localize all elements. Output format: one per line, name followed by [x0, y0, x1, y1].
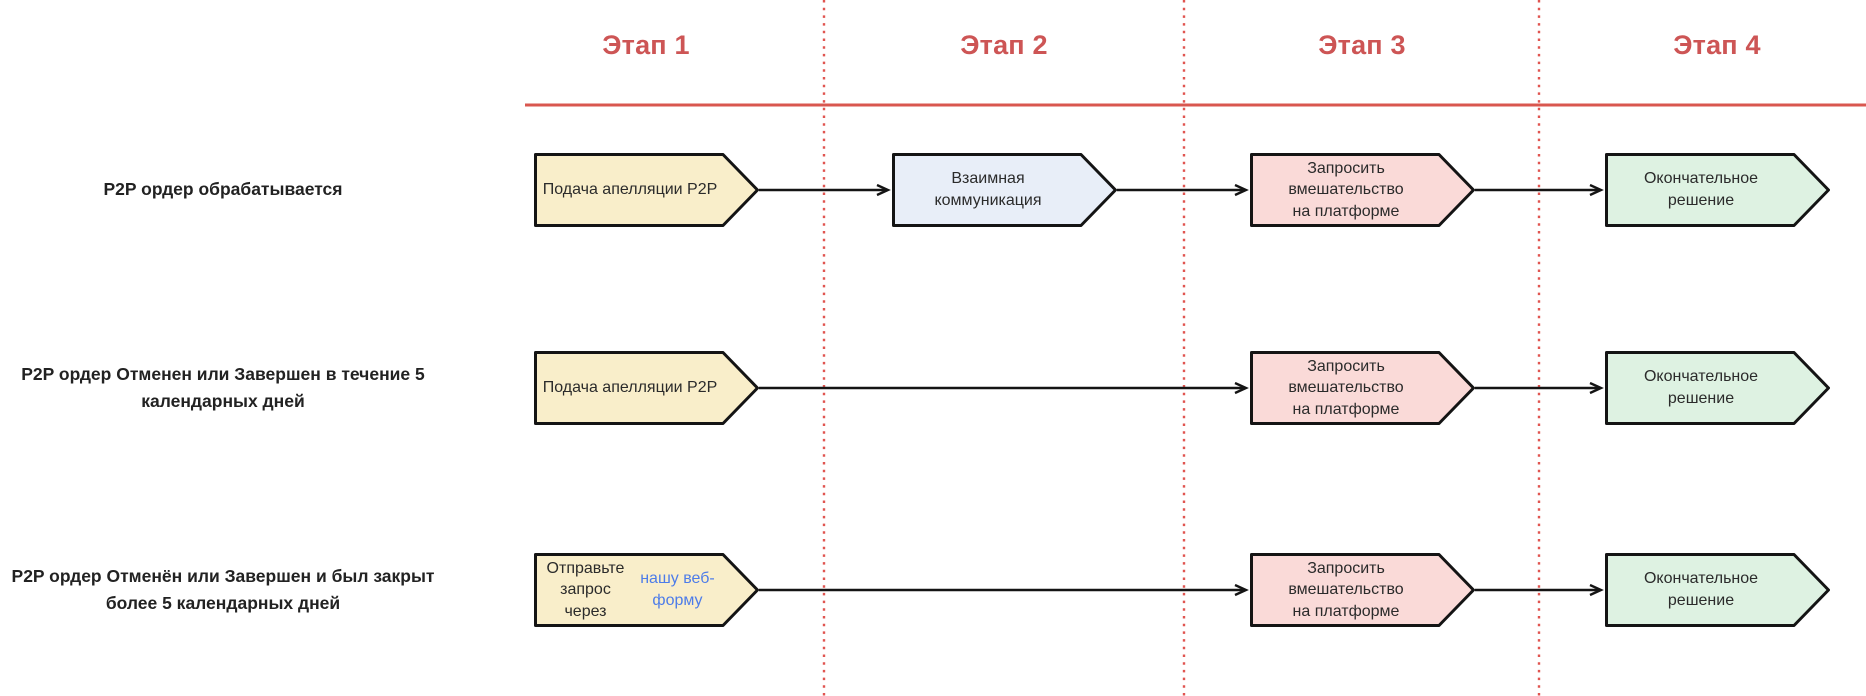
node-row2-stage3: Запросить вмешательство на платформе: [1250, 351, 1475, 425]
pentagon-shape: [1605, 153, 1830, 227]
pentagon-shape: [1250, 351, 1475, 425]
node-text: Подача апелляции P2P: [542, 181, 718, 199]
node-row1-stage4: Окончательное решение: [1605, 153, 1830, 227]
node-row1-stage1: Подача апелляции P2P: [534, 153, 759, 227]
pentagon-shape: [1605, 351, 1830, 425]
stage-header-3: Этап 3: [1318, 30, 1406, 60]
stage-header-1: Этап 1: [602, 30, 690, 60]
node-text: Окончательное решение: [1643, 368, 1759, 407]
node-row3-stage4: Окончательное решение: [1605, 553, 1830, 627]
row-label-1: P2P ордер обрабатывается: [103, 179, 343, 200]
pentagon-shape: [1605, 553, 1830, 627]
node-text: Окончательное решение: [1643, 170, 1759, 209]
pentagon-shape: [534, 553, 759, 627]
node-row1-stage2: Взаимная коммуникация: [892, 153, 1117, 227]
node-text: Запросить вмешательство на платформе: [1288, 357, 1404, 418]
node-text: Отправьте запрос через нашу веб-форму: [538, 553, 722, 627]
pentagon-shape: [1250, 553, 1475, 627]
row-label-2: P2P ордер Отменен или Завершен в течение…: [21, 363, 425, 411]
node-text: Запросить вмешательство на платформе: [1288, 159, 1404, 220]
node-row3-stage3: Запросить вмешательство на платформе: [1250, 553, 1475, 627]
pentagon-shape: [1250, 153, 1475, 227]
web-form-link[interactable]: нашу веб-форму: [640, 570, 715, 609]
stage-header-4: Этап 4: [1673, 30, 1761, 60]
node-row2-stage4: Окончательное решение: [1605, 351, 1830, 425]
node-row1-stage3: Запросить вмешательство на платформе: [1250, 153, 1475, 227]
pentagon-shape: [534, 351, 759, 425]
node-text-prefix: Отправьте запрос через: [546, 559, 625, 620]
node-row3-stage1: Отправьте запрос через нашу веб-форму: [534, 553, 759, 627]
pentagon-shape: [534, 153, 759, 227]
node-text: Окончательное решение: [1643, 570, 1759, 609]
node-row2-stage1: Подача апелляции P2P: [534, 351, 759, 425]
pentagon-shape: [892, 153, 1117, 227]
node-text: Запросить вмешательство на платформе: [1288, 559, 1404, 620]
stage-header-2: Этап 2: [960, 30, 1048, 60]
node-text: Подача апелляции P2P: [542, 379, 718, 397]
row-label-3: P2P ордер Отменён или Завершен и был зак…: [11, 565, 435, 613]
node-text: Взаимная коммуникация: [934, 170, 1042, 209]
